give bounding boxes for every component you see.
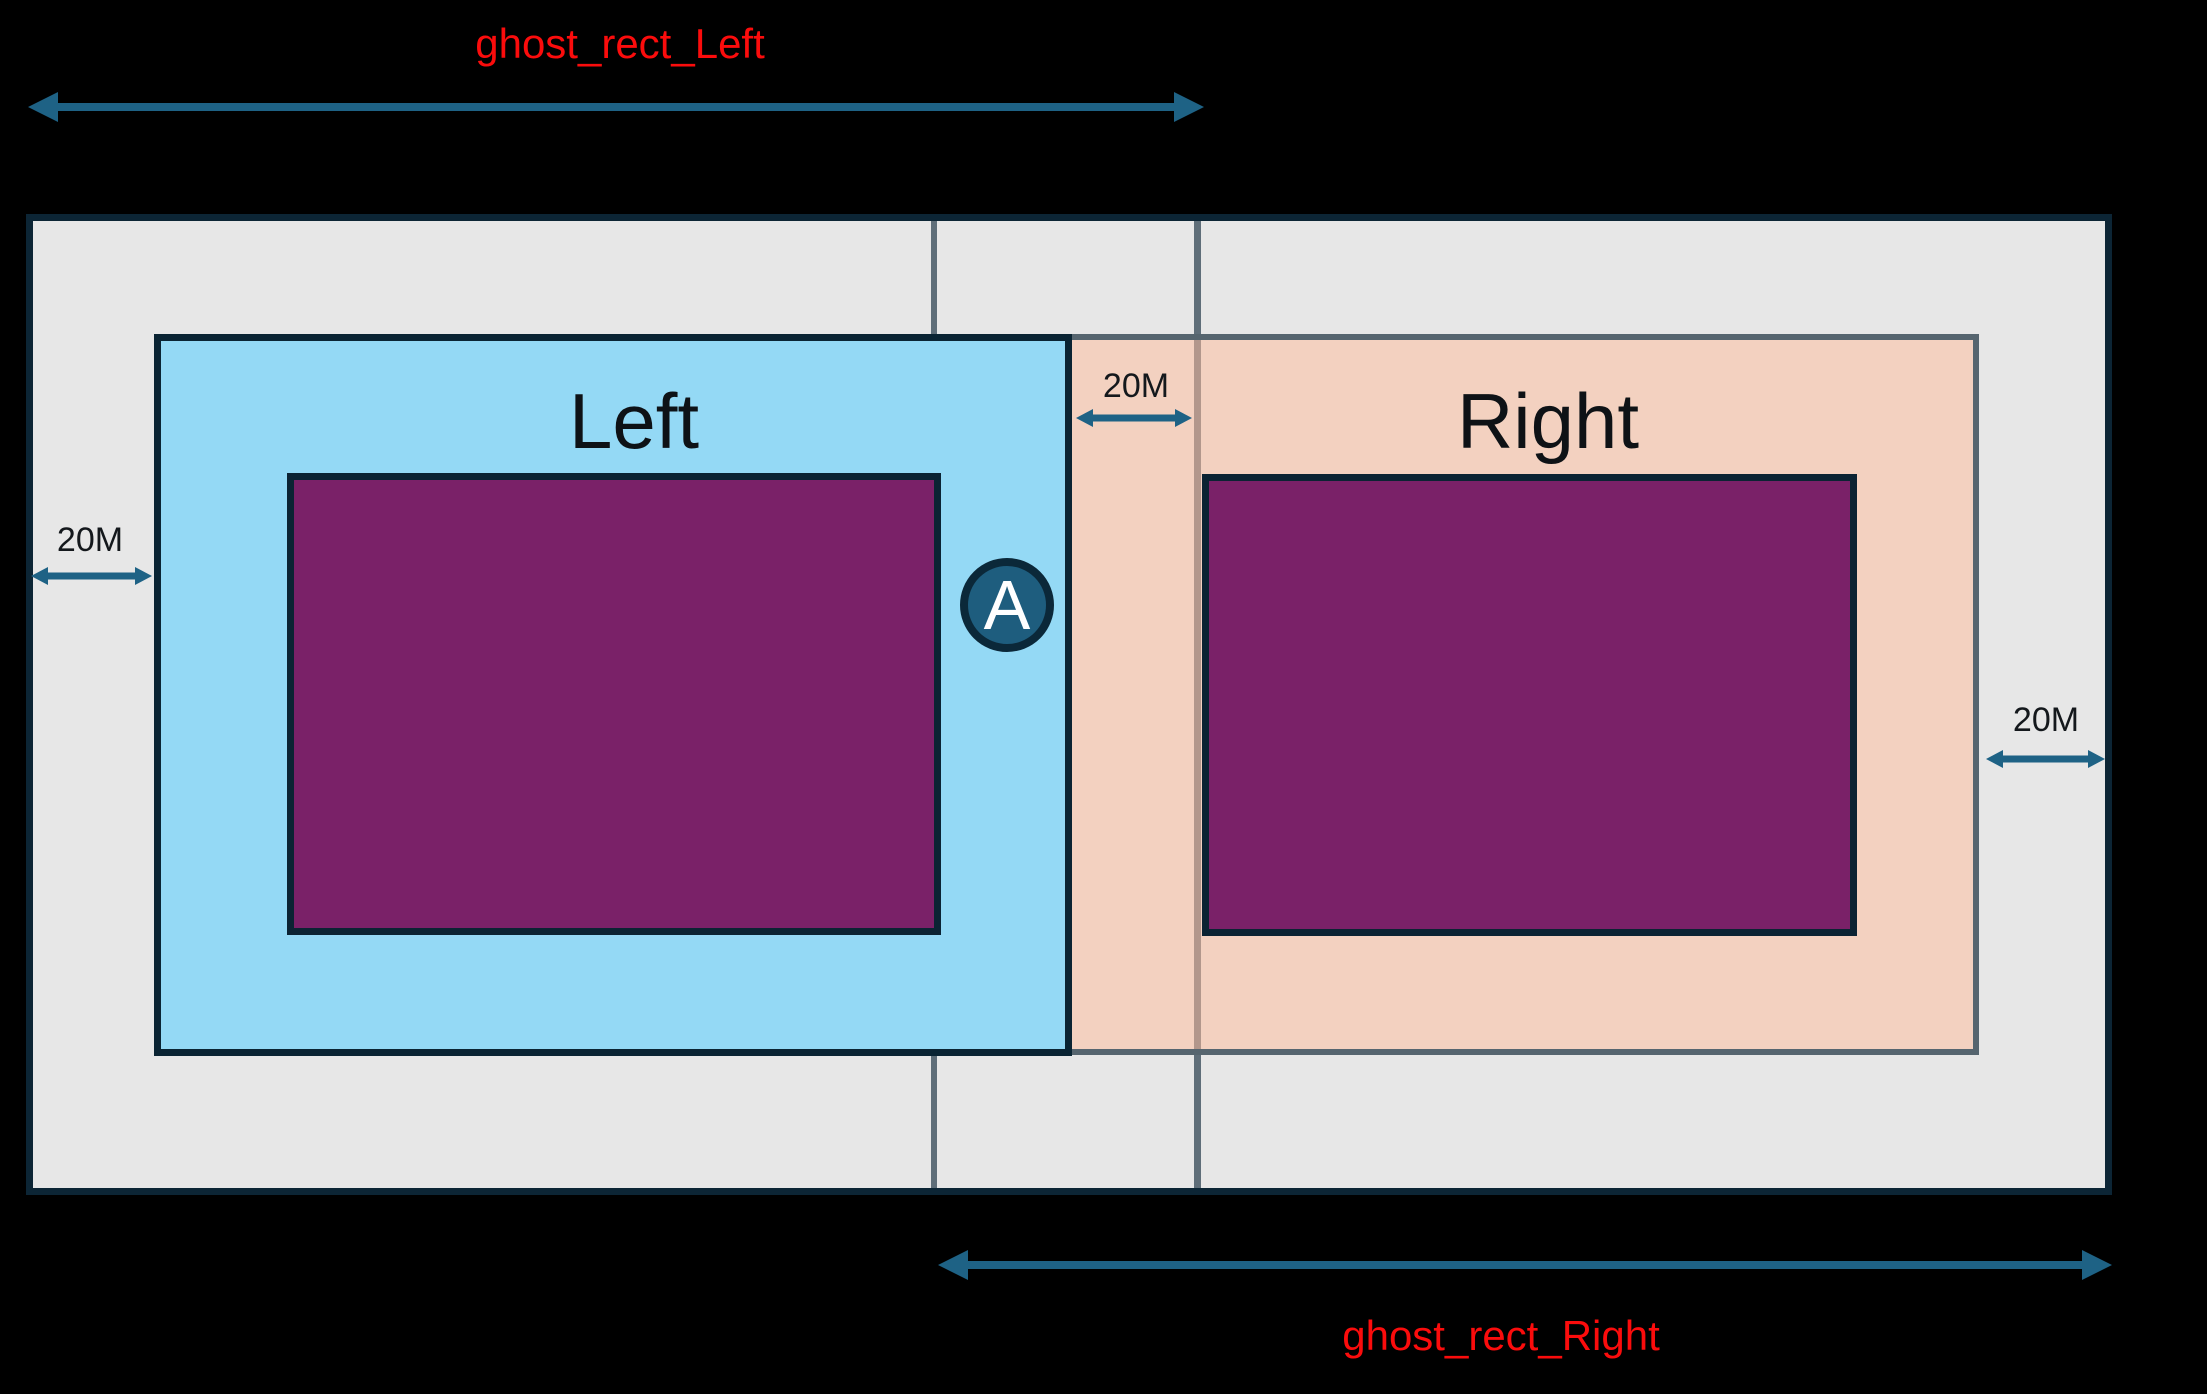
right-margin-dimension-label: 20M (2012, 701, 2080, 739)
arrow-left-head-icon (1076, 409, 1093, 427)
ghost-rect-left-span-arrow (28, 91, 1204, 123)
arrow-shaft (1998, 755, 2093, 763)
arrow-shaft (1088, 414, 1180, 422)
arrow-shaft (43, 572, 140, 580)
arrow-left-head-icon (31, 567, 48, 585)
ghost-rect-left-label: ghost_rect_Left (475, 20, 765, 67)
ghost-rect-right-label: ghost_rect_Right (1342, 1312, 1660, 1359)
right-inner-rect (1202, 474, 1857, 936)
left-margin-dimension-label: 20M (56, 521, 124, 559)
left-inner-rect (287, 473, 941, 935)
arrow-right-head-icon (2082, 1250, 2112, 1280)
right-margin-dimension-arrow (1986, 746, 2105, 772)
left-zone-title: Left (568, 377, 700, 465)
left-margin-dimension-arrow (31, 563, 152, 589)
arrow-right-head-icon (1175, 409, 1192, 427)
anchor-point-letter: A (983, 566, 1031, 644)
middle-gap-dimension-label: 20M (1102, 367, 1170, 405)
anchor-point-badge: A (960, 558, 1054, 652)
arrow-right-head-icon (1174, 92, 1204, 122)
arrow-shaft (52, 103, 1180, 111)
middle-gap-dimension-arrow (1076, 405, 1192, 431)
arrow-right-head-icon (2088, 750, 2105, 768)
right-zone-title: Right (1456, 377, 1640, 465)
arrow-shaft (962, 1261, 2088, 1269)
arrow-left-head-icon (1986, 750, 2003, 768)
ghost-rect-right-span-arrow (938, 1249, 2112, 1281)
arrow-right-head-icon (135, 567, 152, 585)
